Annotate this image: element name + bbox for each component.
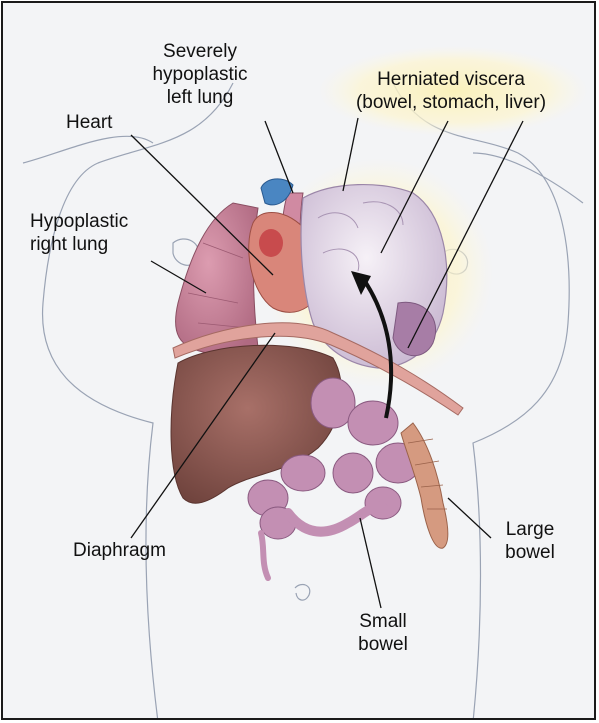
label-line-2: bowel (338, 633, 428, 656)
label-line-1: Large (485, 518, 575, 541)
appendix (261, 533, 268, 578)
label-line-2: bowel (485, 541, 575, 564)
label-herniated-title: Herniated viscera (331, 68, 571, 91)
label-hypoplastic-right-lung: Hypoplastic right lung (30, 210, 128, 256)
leader-small-bowel (360, 518, 381, 608)
label-small-bowel: Small bowel (338, 610, 428, 656)
label-heart: Heart (66, 111, 112, 134)
label-line-1: Hypoplastic (30, 210, 128, 233)
small-bowel (288, 507, 383, 532)
label-diaphragm: Diaphragm (73, 539, 166, 562)
large-bowel (401, 423, 448, 548)
label-line-1: Small (338, 610, 428, 633)
label-line-3: left lung (125, 86, 275, 109)
label-line-1: Severely (125, 40, 275, 63)
label-large-bowel: Large bowel (485, 518, 575, 564)
label-line-2: right lung (30, 233, 128, 256)
label-line-2: hypoplastic (125, 63, 275, 86)
label-severely-hypoplastic-left-lung: Severely hypoplastic left lung (125, 40, 275, 109)
label-herniated-sub: (bowel, stomach, liver) (331, 91, 571, 114)
label-herniated-viscera: Herniated viscera (bowel, stomach, liver… (331, 68, 571, 114)
